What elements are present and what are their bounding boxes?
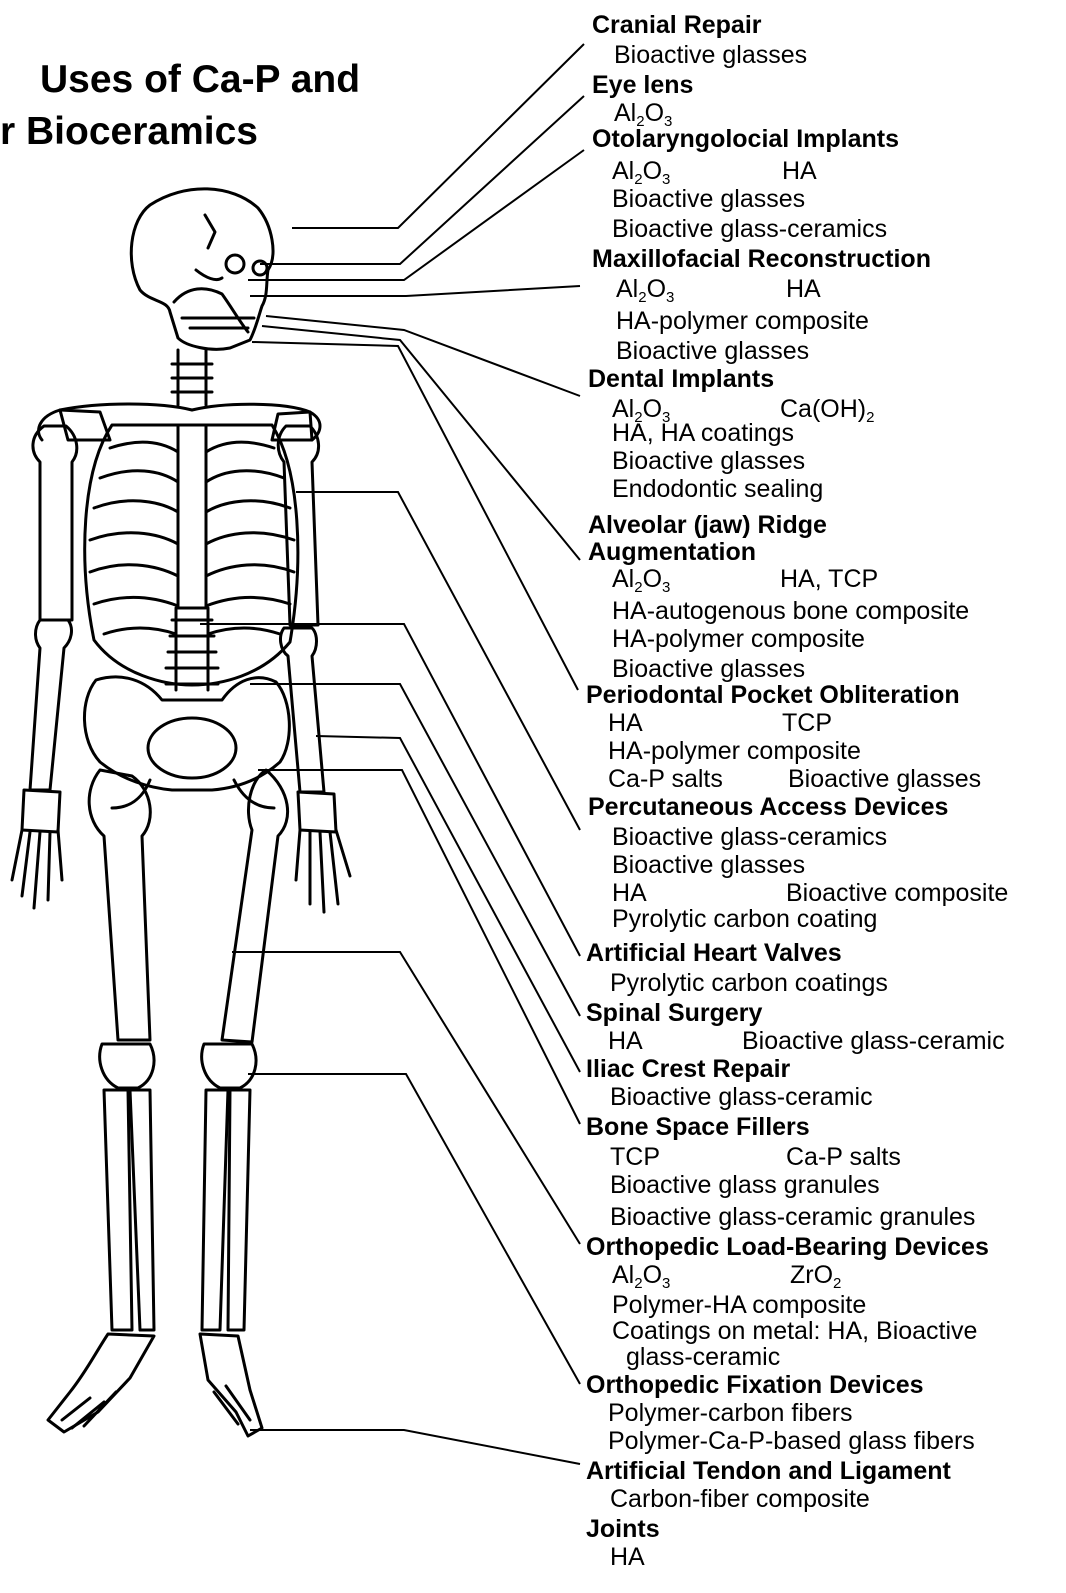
material-item: Al2O3 (614, 100, 672, 127)
material-item: HA-polymer composite (608, 738, 861, 765)
material-item: Ca-P salts (608, 766, 723, 793)
material-item: ZrO2 (790, 1262, 841, 1289)
material-item: HA (786, 276, 821, 303)
material-item: HA (612, 880, 647, 907)
material-item: HA-autogenous bone composite (612, 598, 969, 625)
material-item: Ca(OH)2 (780, 396, 874, 423)
material-item: Bioactive glasses (616, 338, 809, 365)
leader-line (200, 624, 580, 956)
material-item: HA (608, 1028, 643, 1055)
material-item: Bioactive glasses (612, 448, 805, 475)
material-item: Bioactive glasses (612, 186, 805, 213)
leader-line (250, 1430, 580, 1464)
leader-line (266, 316, 580, 396)
leader-line (250, 286, 580, 296)
category-percutaneous-access-devices: Percutaneous Access Devices (588, 794, 948, 821)
material-item: Al2O3 (616, 276, 674, 303)
category-otolaryngolocial-implants: Otolaryngolocial Implants (592, 126, 899, 153)
material-item: TCP (782, 710, 832, 737)
material-item: Bioactive glass-ceramic (742, 1028, 1005, 1055)
material-item: Bioactive glass-ceramic granules (610, 1204, 975, 1231)
leader-line (248, 150, 584, 280)
leader-line (296, 492, 580, 830)
material-item: Bioactive glasses (614, 42, 807, 69)
material-item: HA-polymer composite (612, 626, 865, 653)
material-item: TCP (610, 1144, 660, 1171)
category-alveolar-jaw-ridge-augmentation: Alveolar (jaw) Ridge Augmentation (588, 512, 878, 566)
material-item: Bioactive glasses (612, 852, 805, 879)
category-spinal-surgery: Spinal Surgery (586, 1000, 762, 1027)
material-item: HA (782, 158, 817, 185)
material-item: Ca-P salts (786, 1144, 901, 1171)
material-item: Pyrolytic carbon coatings (610, 970, 888, 997)
leader-line (248, 1074, 580, 1384)
leader-line (252, 342, 578, 690)
leader-line (316, 736, 580, 1072)
material-item: Bioactive glass granules (610, 1172, 880, 1199)
leader-line (258, 770, 580, 1124)
skeleton-figure (12, 189, 350, 1436)
material-item: Coatings on metal: HA, Bioactive (612, 1318, 977, 1345)
material-item: Polymer-Ca-P-based glass fibers (608, 1428, 975, 1455)
category-maxillofacial-reconstruction: Maxillofacial Reconstruction (592, 246, 931, 273)
material-item: Carbon-fiber composite (610, 1486, 870, 1513)
category-orthopedic-load-bearing-devices: Orthopedic Load-Bearing Devices (586, 1234, 989, 1261)
material-item: HA, HA coatings (612, 420, 794, 447)
category-bone-space-fillers: Bone Space Fillers (586, 1114, 810, 1141)
material-item: HA (608, 710, 643, 737)
material-item: Polymer-HA composite (612, 1292, 866, 1319)
material-item: Bioactive glass-ceramic (610, 1084, 873, 1111)
material-item: Bioactive glass-ceramics (612, 824, 887, 851)
material-item: Endodontic sealing (612, 476, 823, 503)
leader-lines (200, 44, 584, 1464)
leader-line (262, 326, 580, 560)
material-item: Al2O3 (612, 158, 670, 185)
category-artificial-tendon-and-ligament: Artificial Tendon and Ligament (586, 1458, 951, 1485)
material-item: Bioactive glasses (788, 766, 981, 793)
material-item: Polymer-carbon fibers (608, 1400, 853, 1427)
category-joints: Joints (586, 1516, 660, 1543)
category-dental-implants: Dental Implants (588, 366, 774, 393)
category-periodontal-pocket-obliteration: Periodontal Pocket Obliteration (586, 682, 960, 709)
material-item: Bioactive composite (786, 880, 1008, 907)
material-item: glass-ceramic (626, 1344, 780, 1371)
material-item: HA-polymer composite (616, 308, 869, 335)
category-artificial-heart-valves: Artificial Heart Valves (586, 940, 842, 967)
material-item: Pyrolytic carbon coating (612, 906, 877, 933)
material-item: HA (610, 1544, 645, 1571)
material-item: Al2O3 (612, 1262, 670, 1289)
material-item: Bioactive glass-ceramics (612, 216, 887, 243)
category-iliac-crest-repair: Iliac Crest Repair (586, 1056, 790, 1083)
material-item: HA, TCP (780, 566, 878, 593)
page-title-line-1: Uses of Ca-P and (40, 58, 360, 102)
category-orthopedic-fixation-devices: Orthopedic Fixation Devices (586, 1372, 924, 1399)
category-cranial-repair: Cranial Repair (592, 12, 762, 39)
page-title-line-2: r Bioceramics (0, 110, 258, 154)
leader-line (232, 952, 580, 1244)
leader-line (260, 96, 584, 264)
material-item: Al2O3 (612, 566, 670, 593)
category-eye-lens: Eye lens (592, 72, 693, 99)
material-item: Bioactive glasses (612, 656, 805, 683)
